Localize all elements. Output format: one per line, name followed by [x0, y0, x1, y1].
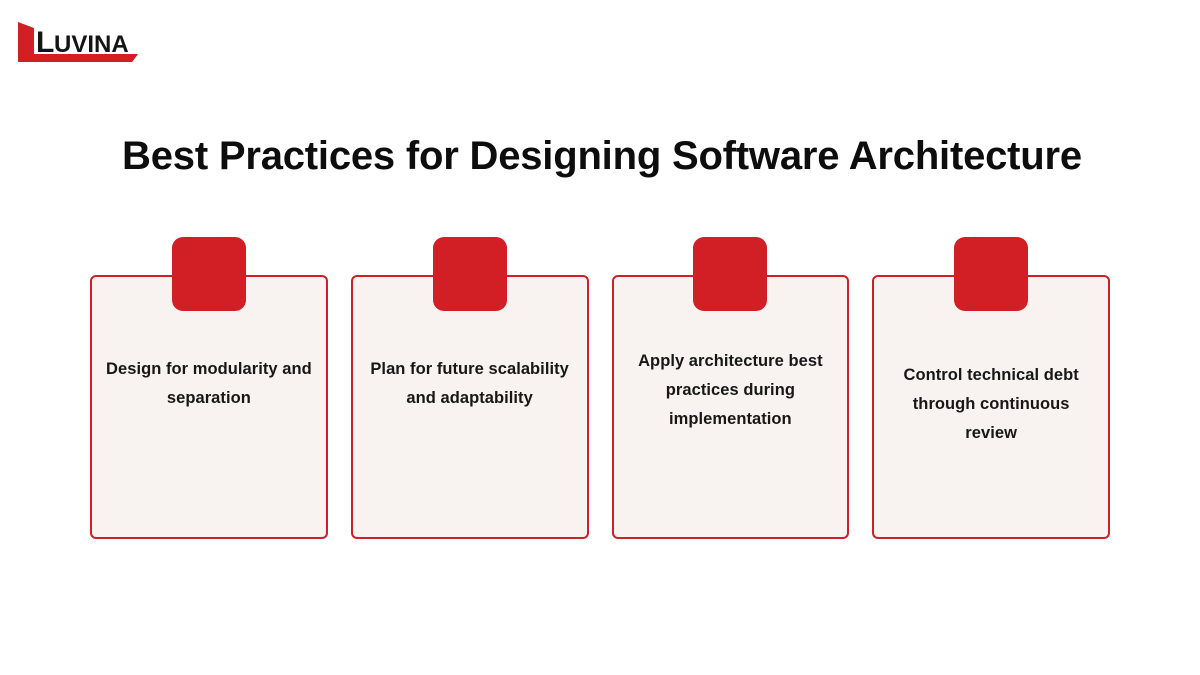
logo-mark: L UVINA — [18, 22, 138, 62]
logo-l-stem — [18, 22, 34, 54]
logo-l-base-tip — [118, 54, 138, 62]
card-body — [611, 275, 850, 539]
card-text-wrap: Design for modularity and separation — [90, 355, 328, 413]
logo-wordmark-lead: L — [36, 26, 54, 59]
card-tab-square-icon — [954, 237, 1029, 311]
card-body — [872, 275, 1110, 539]
card-text-wrap: Plan for future scalability and adaptabi… — [351, 355, 589, 413]
card-label: Plan for future scalability and adaptabi… — [370, 360, 569, 407]
page-title: Best Practices for Designing Software Ar… — [122, 134, 1082, 178]
practice-card-4[interactable]: Control technical debt through continuou… — [872, 237, 1110, 539]
card-tab-square-icon — [432, 237, 507, 311]
card-tab-square-icon — [693, 237, 768, 311]
card-text-wrap: Control technical debt through continuou… — [872, 361, 1110, 448]
practice-card-3[interactable]: Apply architecture best practices during… — [611, 237, 850, 539]
logo-l-base — [18, 54, 138, 62]
practice-card-1[interactable]: Design for modularity and separation — [90, 237, 328, 539]
card-tab-square-icon — [171, 237, 246, 311]
practice-cards-row: Design for modularity and separation Pla… — [90, 237, 1110, 539]
card-body — [350, 275, 589, 539]
card-body — [90, 275, 328, 539]
luvina-logo: L UVINA — [14, 18, 184, 66]
card-label: Control technical debt through continuou… — [903, 366, 1079, 442]
card-label: Design for modularity and separation — [106, 360, 312, 407]
logo-wordmark-rest: UVINA — [54, 31, 129, 58]
card-label: Apply architecture best practices during… — [638, 352, 823, 428]
practice-card-2[interactable]: Plan for future scalability and adaptabi… — [350, 237, 589, 539]
card-text-wrap: Apply architecture best practices during… — [612, 347, 850, 434]
